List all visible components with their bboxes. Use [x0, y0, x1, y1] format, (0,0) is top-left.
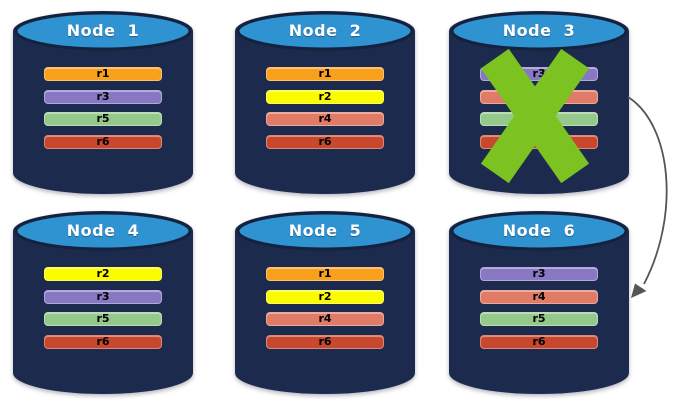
replica-label: r3 [532, 267, 546, 280]
replica-label: r6 [532, 135, 546, 148]
replica-label: r3 [96, 290, 110, 303]
node-title: Node 2 [288, 21, 362, 40]
replica-label: r2 [318, 90, 332, 103]
node-title: Node 5 [288, 221, 362, 240]
replica-bar: r6 [480, 135, 598, 149]
replica-label: r5 [96, 112, 110, 125]
replica-bar: r6 [44, 335, 162, 349]
replica-label: r5 [532, 312, 546, 325]
replica-bar: r2 [266, 290, 384, 304]
replica-label: r4 [532, 90, 546, 103]
node-2: Node 2 r1 r2 r4 r6 [235, 11, 415, 194]
replica-bar: r5 [44, 312, 162, 326]
replica-label: r4 [318, 112, 332, 125]
replica-label: r3 [532, 67, 546, 80]
replica-label: r4 [532, 290, 546, 303]
replica-bar: r1 [44, 67, 162, 81]
replica-label: r2 [318, 290, 332, 303]
replica-label: r6 [96, 135, 110, 148]
replica-bar: r2 [266, 90, 384, 104]
replica-label: r1 [96, 67, 110, 80]
replica-label: r2 [96, 267, 110, 280]
replica-bar: r6 [480, 335, 598, 349]
node-title: Node 3 [502, 21, 576, 40]
node-title: Node 6 [502, 221, 576, 240]
replica-bar: r1 [266, 267, 384, 281]
replica-label: r5 [96, 312, 110, 325]
replica-bar: r5 [44, 112, 162, 126]
replica-bar: r5 [480, 312, 598, 326]
replica-bar: r4 [266, 312, 384, 326]
replica-label: r3 [96, 90, 110, 103]
node-1: Node 1 r1 r3 r5 r6 [13, 11, 193, 194]
replica-label: r4 [318, 312, 332, 325]
replica-bar: r4 [480, 90, 598, 104]
replica-bar: r6 [266, 335, 384, 349]
replica-bar: r6 [44, 135, 162, 149]
replica-label: r6 [318, 135, 332, 148]
node-title: Node 1 [66, 21, 140, 40]
replica-label: r6 [96, 335, 110, 348]
node-6: Node 6 r3 r4 r5 r6 [449, 211, 629, 394]
replica-bar: r3 [44, 290, 162, 304]
replica-label: r6 [318, 335, 332, 348]
node-5: Node 5 r1 r2 r4 r6 [235, 211, 415, 394]
replica-bar: r2 [44, 267, 162, 281]
replica-label: r1 [318, 267, 332, 280]
replica-label: r6 [532, 335, 546, 348]
replica-bar: r3 [480, 267, 598, 281]
replica-bar: r4 [266, 112, 384, 126]
node-title: Node 4 [66, 221, 140, 240]
replica-bar: r5 [480, 112, 598, 126]
replica-bar: r4 [480, 290, 598, 304]
replica-bar: r1 [266, 67, 384, 81]
replica-bar: r3 [480, 67, 598, 81]
replica-bar: r3 [44, 90, 162, 104]
replica-bar: r6 [266, 135, 384, 149]
node-4: Node 4 r2 r3 r5 r6 [13, 211, 193, 394]
replica-label: r1 [318, 67, 332, 80]
replication-arrow [627, 96, 668, 298]
node-3: Node 3 r3 r4 r5 r6 [449, 11, 629, 194]
replica-label: r5 [532, 112, 546, 125]
